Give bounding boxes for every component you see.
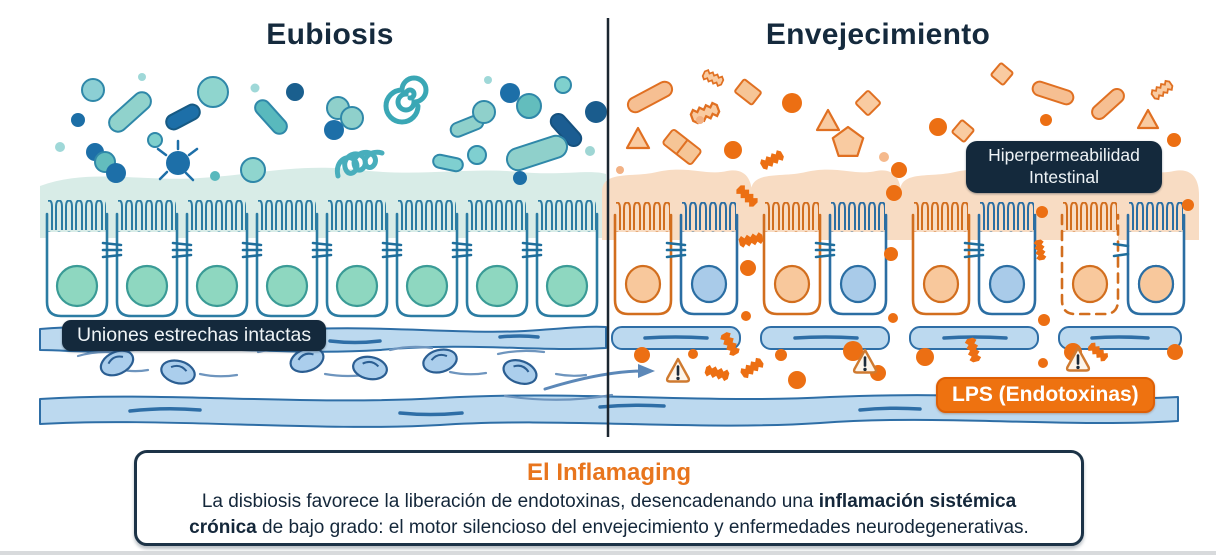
- hyperpermeability-label-line2: Intestinal: [1028, 167, 1100, 187]
- epithelial-cell: [395, 198, 459, 318]
- epithelial-cell: [465, 198, 529, 318]
- hyperpermeability-label: Hiperpermeabilidad Intestinal: [966, 141, 1162, 193]
- cocci-chain-icon: [86, 143, 126, 183]
- epithelial-cell: [255, 198, 319, 318]
- hyperpermeability-label-line1: Hiperpermeabilidad: [988, 145, 1140, 165]
- stressed-epithelial-cell: [613, 200, 673, 316]
- epithelial-cell: [115, 198, 179, 318]
- epithelial-cell: [45, 198, 109, 318]
- section-title-envejecimiento: Envejecimiento: [765, 18, 991, 51]
- stressed-epithelial-cell: [911, 200, 971, 316]
- infobox-description-part1: La disbiosis favorece la liberación de e…: [201, 491, 819, 512]
- epithelial-cell: [325, 198, 389, 318]
- bloodstream-endotoxins: [634, 330, 1183, 389]
- left-mucus-layer: [40, 167, 606, 238]
- dying-epithelial-cell: [1060, 202, 1120, 316]
- tight-junctions-label: Uniones estrechas intactas: [62, 320, 327, 351]
- healthy-bacteria-group: [55, 73, 607, 185]
- inflamaging-infobox: El Inflamaging La disbiosis favorece la …: [134, 450, 1084, 546]
- phage-icon: [156, 139, 199, 182]
- right-epithelium: [613, 200, 1186, 316]
- footer-divider: [0, 551, 1216, 555]
- lps-fragment-icon: [738, 356, 766, 380]
- infobox-description-part2: de bajo grado: el motor silencioso del e…: [256, 517, 1029, 538]
- section-title-eubiosis: Eubiosis: [266, 18, 394, 51]
- stressed-epithelial-cell: [762, 200, 822, 316]
- broken-tight-junction-icons: [665, 241, 1130, 259]
- epithelial-cell: [828, 200, 888, 316]
- aged-bacteria-group: [616, 62, 1181, 178]
- cocci-cluster-icon: [324, 96, 364, 140]
- epithelial-cell: [535, 198, 599, 318]
- lps-fragment-icon: [703, 364, 731, 382]
- warning-icon: [665, 357, 691, 383]
- lps-endotoxins-label: LPS (Endotoxinas): [936, 377, 1155, 413]
- flow-arrow-icon: [503, 364, 655, 401]
- lps-fragments: [734, 183, 1194, 326]
- infobox-description-bold: inflamación sistémica crónica: [189, 491, 1017, 538]
- epithelial-cell: [679, 200, 739, 316]
- epithelial-cell: [185, 198, 249, 318]
- infobox-title: El Inflamaging: [526, 459, 691, 486]
- club-bacterium-icon: [449, 100, 496, 138]
- spiral-bacterium-icon: [383, 75, 429, 125]
- spirillum-bacterium-icon: [334, 149, 385, 179]
- infobox-description: La disbiosis favorece la liberación de e…: [169, 489, 1049, 541]
- epithelial-cell: [977, 200, 1037, 316]
